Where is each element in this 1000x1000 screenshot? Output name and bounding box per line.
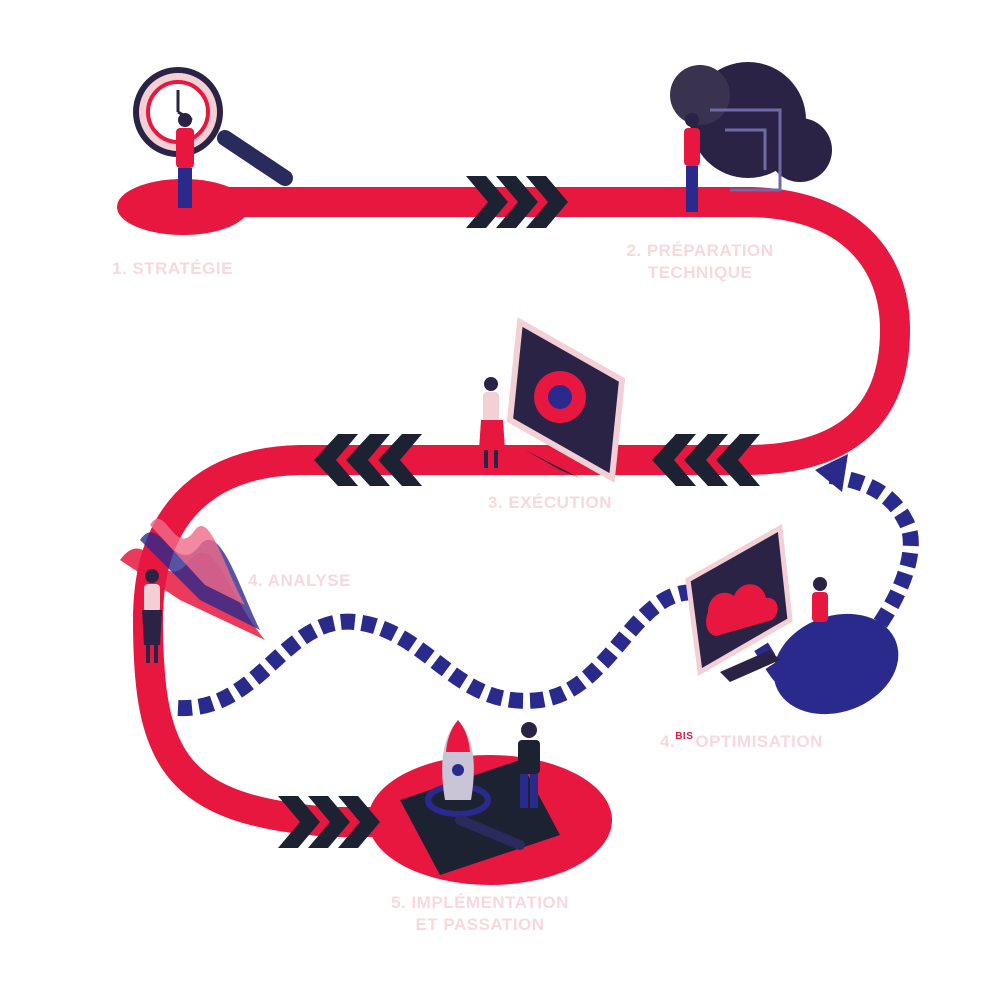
rocket-phone-icon — [400, 720, 560, 875]
step5-label-line2: ET PASSATION — [415, 915, 545, 934]
gears-circuit-icon — [670, 62, 832, 212]
step3-label: 3. EXÉCUTION — [487, 493, 613, 512]
optimisation-arrow-icon — [815, 454, 848, 492]
step1-label: 1. STRATÉGIE — [112, 259, 233, 278]
step4-label: 4. ANALYSE — [248, 571, 351, 590]
chevrons-left-mid-left-icon — [314, 434, 422, 486]
chevrons-right-bottom-icon — [278, 796, 380, 848]
optimisation-loop-path — [177, 468, 919, 717]
chevrons-left-mid-right-icon — [652, 434, 760, 486]
step4bis-platform — [773, 613, 899, 715]
chevrons-right-top-icon — [466, 176, 568, 228]
step2-label: 2. PRÉPARATION TECHNIQUE — [600, 240, 800, 284]
main-process-path — [132, 187, 911, 837]
monitor-gear-icon — [479, 317, 626, 483]
step4bis-superscript: BIS — [675, 731, 694, 742]
step2-label-line2: TECHNIQUE — [647, 263, 753, 282]
cloud-monitor-icon — [685, 523, 828, 682]
step4bis-prefix: 4. — [660, 732, 676, 751]
step2-label-line1: 2. PRÉPARATION — [626, 241, 774, 260]
wave-chart-icon — [120, 518, 265, 663]
magnifier-clock-icon — [133, 67, 293, 208]
step5-label: 5. IMPLÉMENTATION ET PASSATION — [360, 892, 600, 936]
step4bis-text: OPTIMISATION — [695, 732, 823, 751]
step5-label-line1: 5. IMPLÉMENTATION — [391, 893, 569, 912]
